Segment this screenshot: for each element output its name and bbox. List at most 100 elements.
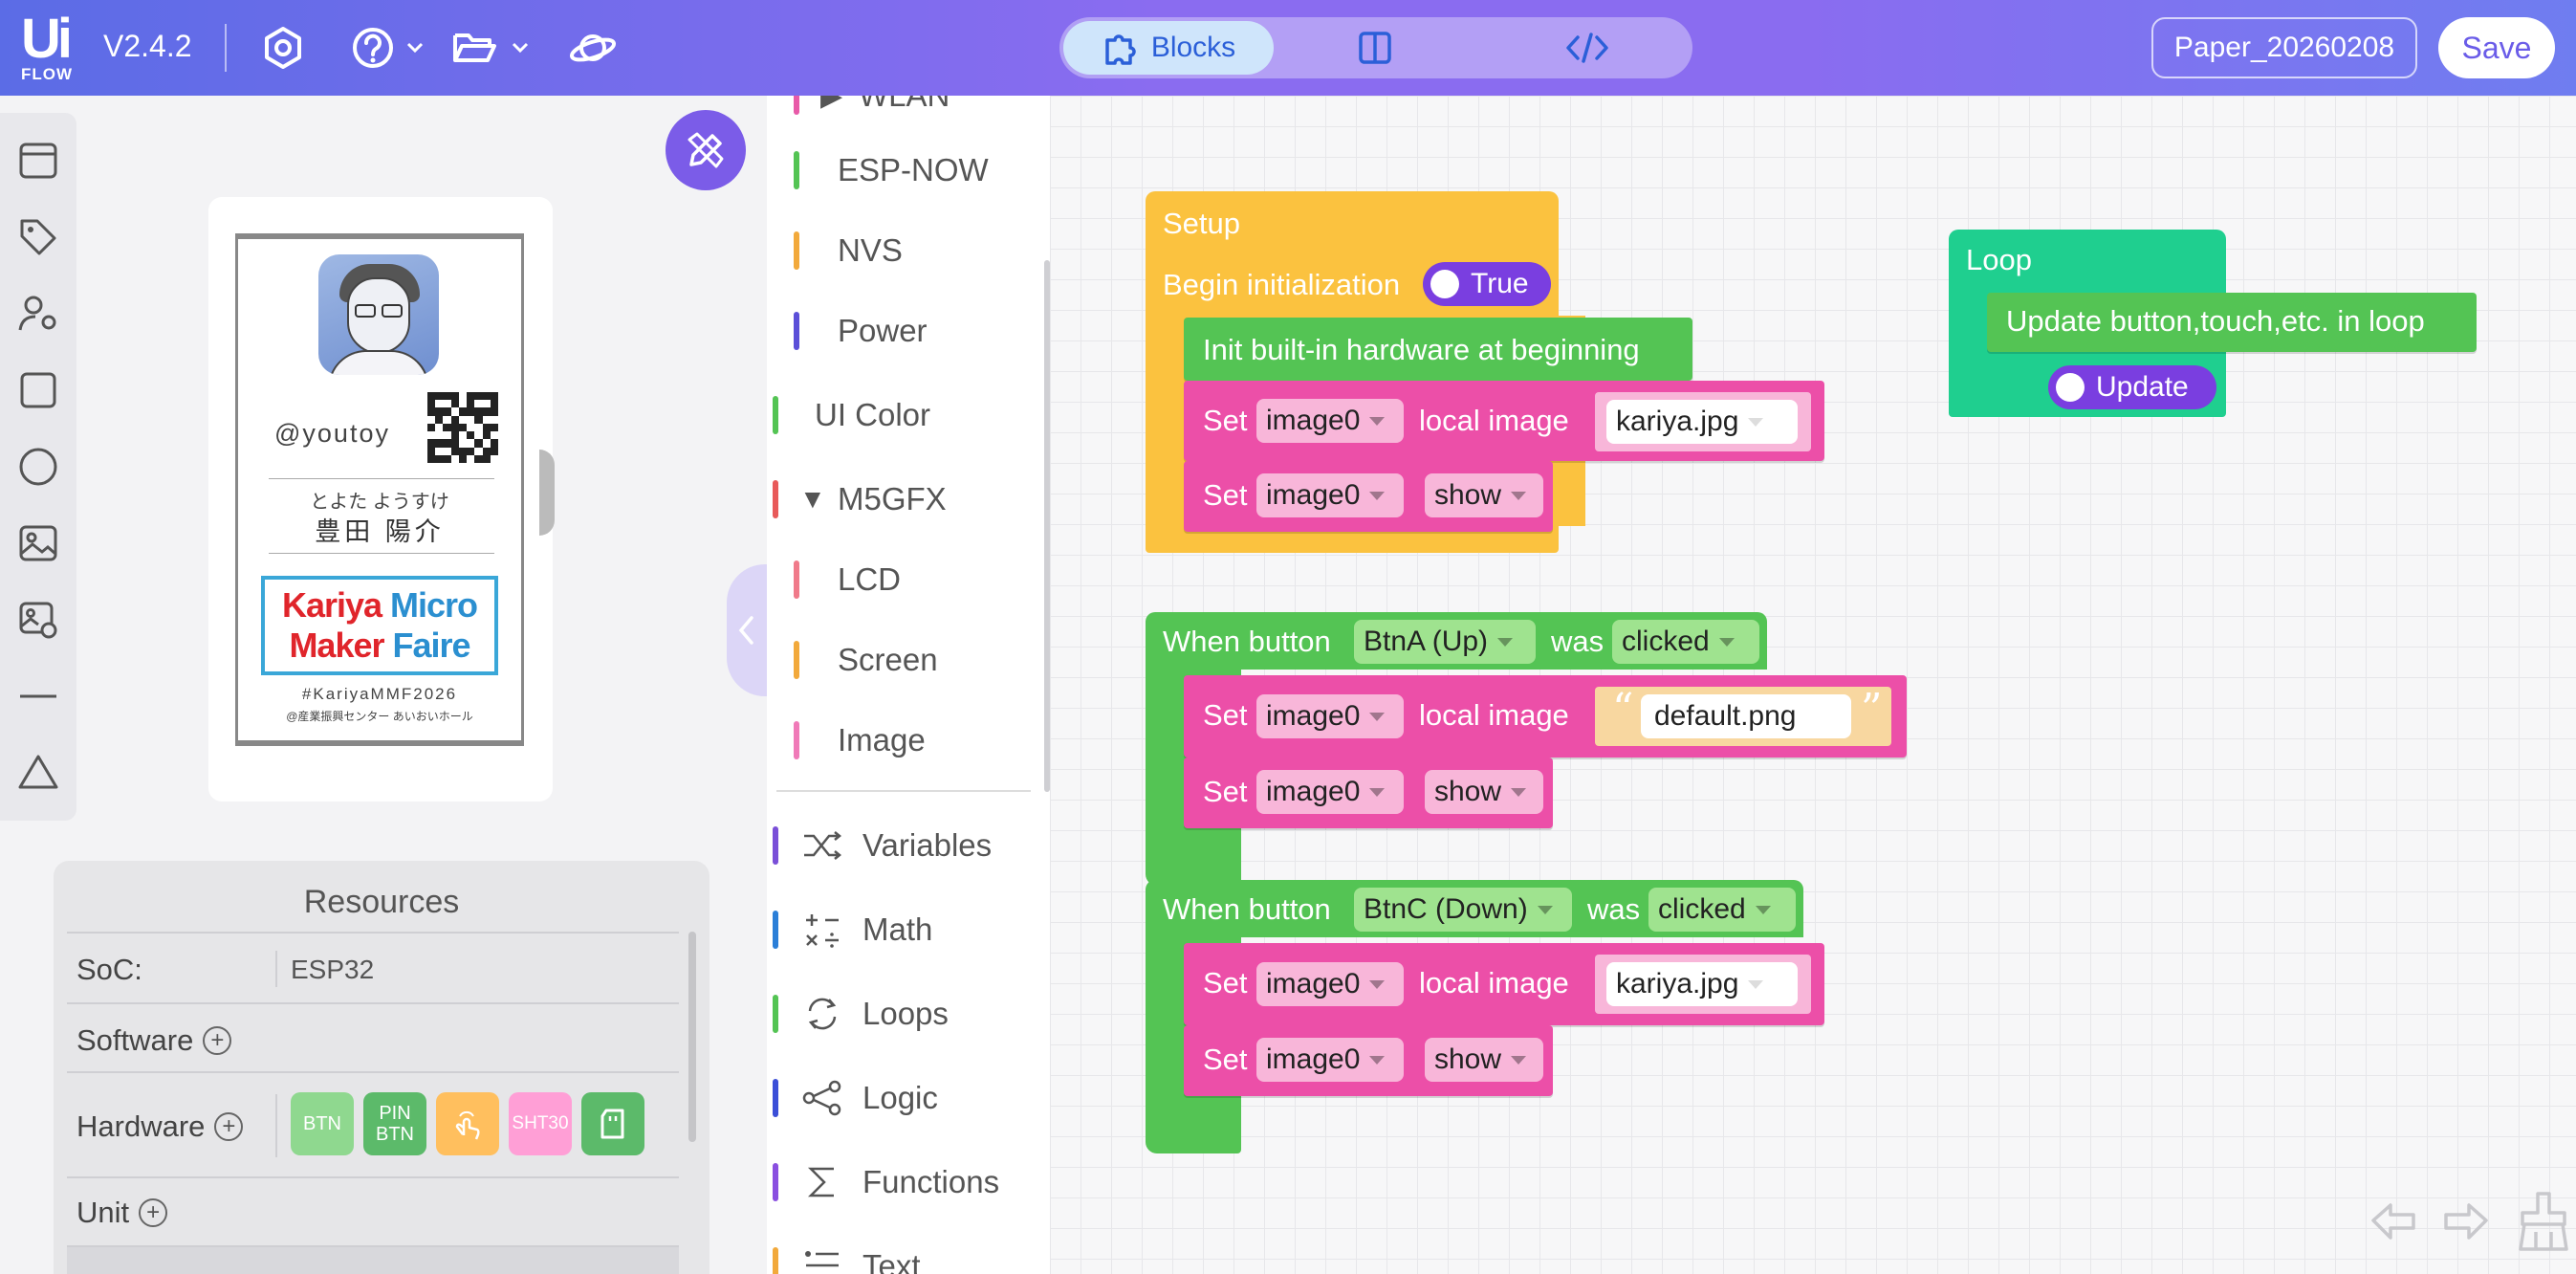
collapse-panel-button[interactable] bbox=[727, 564, 767, 696]
image-icon[interactable] bbox=[15, 520, 61, 566]
category-screen[interactable]: Screen bbox=[767, 631, 1050, 689]
rectangle-icon[interactable] bbox=[15, 367, 61, 413]
category-collapse-icon: ▼ bbox=[799, 484, 826, 514]
init-hardware-block[interactable]: Init built-in hardware at beginning bbox=[1184, 318, 1692, 381]
category-ui-color[interactable]: UI Color bbox=[767, 386, 1050, 444]
hardware-label: Hardware bbox=[76, 1109, 206, 1143]
help-icon[interactable] bbox=[346, 21, 400, 75]
image-var-dropdown[interactable]: image0 bbox=[1256, 694, 1404, 738]
resources-scrollbar[interactable] bbox=[688, 932, 696, 1142]
redo-icon[interactable] bbox=[2436, 1194, 2494, 1251]
update-loop-block[interactable]: Update button,touch,etc. in loop bbox=[1987, 293, 2477, 352]
filename-input[interactable]: default.png bbox=[1641, 694, 1851, 738]
category-wlan[interactable]: ▶ WLAN bbox=[767, 96, 1050, 124]
device-side-button bbox=[539, 450, 555, 536]
text-icon bbox=[801, 1245, 843, 1274]
setup-title: Setup bbox=[1163, 207, 1241, 240]
category-functions[interactable]: Functions bbox=[767, 1153, 1050, 1211]
sd-card-icon bbox=[600, 1109, 624, 1139]
show-dropdown[interactable]: show bbox=[1425, 473, 1543, 517]
line-icon[interactable] bbox=[15, 673, 61, 719]
hw-chip-pin-btn[interactable]: PIN BTN bbox=[363, 1092, 426, 1155]
update-toggle[interactable]: Update bbox=[2048, 365, 2216, 409]
top-bar: Ui FLOW V2.4.2 Blocks Paper_20260208 Sav… bbox=[0, 0, 2576, 96]
tab-code[interactable] bbox=[1492, 21, 1683, 75]
button-dropdown[interactable]: BtnA (Up) bbox=[1354, 620, 1536, 664]
button-dropdown[interactable]: BtnC (Down) bbox=[1354, 888, 1572, 932]
hw-chip-sd[interactable] bbox=[581, 1092, 644, 1155]
chevron-left-icon bbox=[738, 616, 753, 645]
save-button[interactable]: Save bbox=[2438, 17, 2555, 78]
blocks-workspace[interactable]: Setup Begin initialization True Init bui… bbox=[1050, 96, 2576, 1274]
set-show-block[interactable]: Set image0 show bbox=[1184, 461, 1553, 532]
screen-venue: @産業振興センター あいおいホール bbox=[286, 710, 473, 723]
image-var-dropdown[interactable]: image0 bbox=[1256, 962, 1404, 1006]
set-show-block[interactable]: Set image0 show bbox=[1184, 1025, 1553, 1096]
settings-icon[interactable] bbox=[256, 21, 310, 75]
banner-line-2: Maker Faire bbox=[289, 626, 470, 665]
set-local-image-block[interactable]: Set image0 local image kariya.jpg bbox=[1184, 943, 1824, 1025]
hw-chip-sht30[interactable]: SHT30 bbox=[509, 1092, 572, 1155]
palette-scrollbar[interactable] bbox=[1044, 260, 1050, 792]
clean-up-icon[interactable] bbox=[2515, 1190, 2572, 1251]
resources-title: Resources bbox=[303, 884, 460, 920]
folder-icon[interactable] bbox=[448, 21, 501, 75]
category-text[interactable]: Text bbox=[767, 1238, 1050, 1274]
add-hardware-icon[interactable]: + bbox=[214, 1112, 244, 1141]
begin-init-toggle[interactable]: True bbox=[1423, 262, 1551, 306]
category-image[interactable]: Image bbox=[767, 712, 1050, 769]
hw-chip-touch[interactable] bbox=[436, 1092, 499, 1155]
software-row: Software + bbox=[67, 1002, 679, 1071]
image-var-dropdown[interactable]: image0 bbox=[1256, 770, 1404, 814]
triangle-icon[interactable] bbox=[15, 750, 61, 796]
set-show-block[interactable]: Set image0 show bbox=[1184, 758, 1553, 828]
sigma-icon bbox=[801, 1161, 843, 1203]
add-unit-icon[interactable]: + bbox=[139, 1198, 168, 1227]
category-lcd[interactable]: LCD bbox=[767, 551, 1050, 608]
add-software-icon[interactable]: + bbox=[203, 1026, 232, 1055]
split-view-icon bbox=[1359, 32, 1391, 64]
open-quote-icon: “ bbox=[1612, 685, 1634, 734]
tab-split-view[interactable] bbox=[1279, 21, 1471, 75]
touch-icon bbox=[455, 1110, 480, 1140]
tag-icon[interactable] bbox=[15, 214, 61, 260]
hw-chip-btn[interactable]: BTN bbox=[291, 1092, 354, 1155]
undo-icon[interactable] bbox=[2366, 1194, 2423, 1251]
unit-label: Unit bbox=[76, 1196, 130, 1229]
chevron-down-icon[interactable] bbox=[511, 38, 530, 57]
edit-ui-button[interactable] bbox=[666, 110, 746, 190]
loop-icon bbox=[801, 993, 843, 1035]
window-icon[interactable] bbox=[15, 138, 61, 184]
event-dropdown[interactable]: clicked bbox=[1612, 620, 1759, 664]
screen-name-kana: とよた ようすけ bbox=[310, 492, 449, 513]
set-local-image-block[interactable]: Set image0 local image kariya.jpg bbox=[1184, 381, 1824, 461]
show-dropdown[interactable]: show bbox=[1425, 1038, 1543, 1082]
category-power[interactable]: Power bbox=[767, 302, 1050, 360]
planet-icon[interactable] bbox=[566, 21, 620, 75]
category-variables[interactable]: Variables bbox=[767, 817, 1050, 874]
image-var-dropdown[interactable]: image0 bbox=[1256, 399, 1404, 443]
category-m5gfx[interactable]: ▼ M5GFX bbox=[767, 471, 1050, 528]
file-dropdown[interactable]: kariya.jpg bbox=[1606, 962, 1798, 1006]
divider bbox=[225, 24, 227, 72]
image-var-dropdown[interactable]: image0 bbox=[1256, 1038, 1404, 1082]
category-nvs[interactable]: NVS bbox=[767, 222, 1050, 279]
file-dropdown[interactable]: kariya.jpg bbox=[1606, 400, 1798, 444]
category-esp-now[interactable]: ESP-NOW bbox=[767, 142, 1050, 199]
version-label: V2.4.2 bbox=[103, 29, 192, 63]
user-settings-icon[interactable] bbox=[15, 291, 61, 337]
category-loops[interactable]: Loops bbox=[767, 985, 1050, 1043]
set-local-image-block[interactable]: Set image0 local image “ default.png ” bbox=[1184, 675, 1907, 758]
category-math[interactable]: Math bbox=[767, 901, 1050, 958]
project-name[interactable]: Paper_20260208 bbox=[2151, 17, 2417, 78]
loop-title: Loop bbox=[1966, 243, 2032, 276]
category-logic[interactable]: Logic bbox=[767, 1069, 1050, 1127]
chevron-down-icon[interactable] bbox=[405, 38, 425, 57]
event-dropdown[interactable]: clicked bbox=[1648, 888, 1796, 932]
circle-icon[interactable] bbox=[15, 444, 61, 490]
image-var-dropdown[interactable]: image0 bbox=[1256, 473, 1404, 517]
image-gallery-icon[interactable] bbox=[15, 597, 61, 643]
block-category-palette: ▶ WLAN ESP-NOW NVS Power UI Color ▼ M5GF… bbox=[767, 96, 1050, 1274]
tab-blocks[interactable]: Blocks bbox=[1063, 21, 1274, 75]
show-dropdown[interactable]: show bbox=[1425, 770, 1543, 814]
